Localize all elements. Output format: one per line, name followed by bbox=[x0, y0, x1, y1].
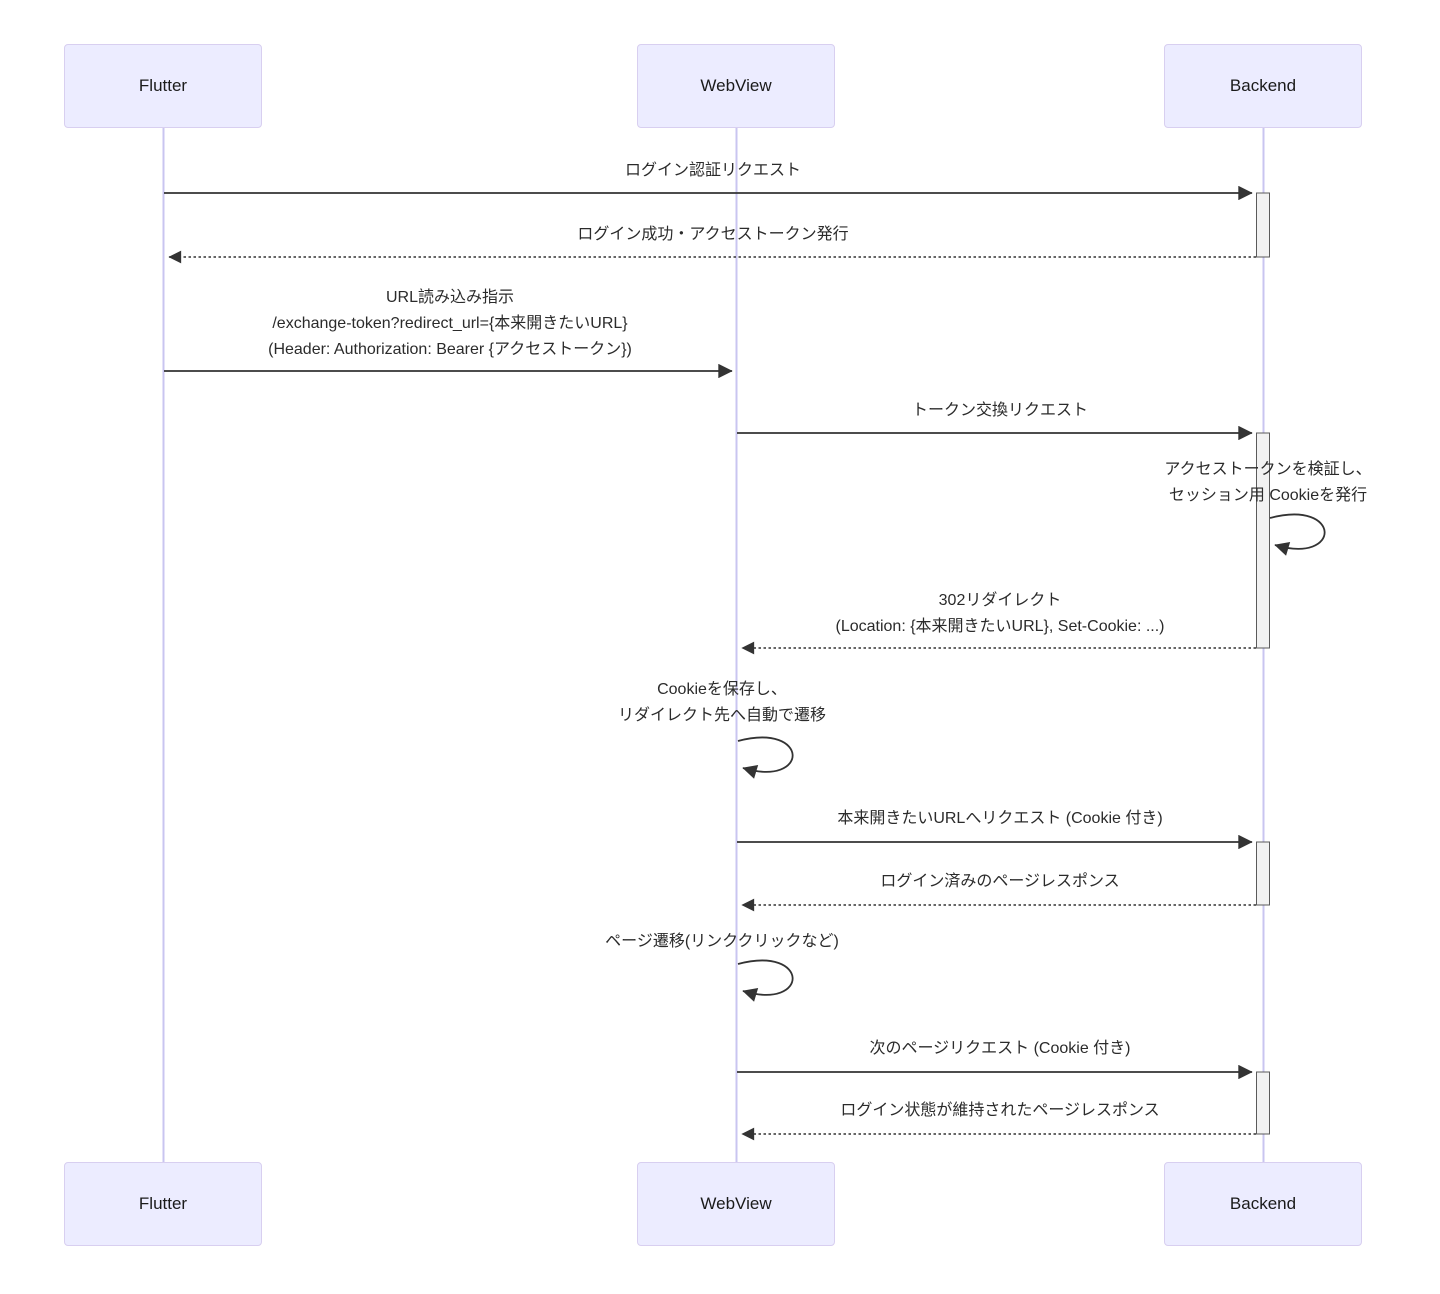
message-line: (Header: Authorization: Bearer {アクセストークン… bbox=[268, 341, 632, 358]
message-label-page-response: ログイン済みのページレスポンス bbox=[880, 873, 1120, 890]
message-label-login-success: ログイン成功・アクセストークン発行 bbox=[577, 226, 849, 243]
message-label-open-url-request: 本来開きたいURLへリクエスト (Cookie 付き) bbox=[837, 810, 1163, 827]
message-line: アクセストークンを検証し、 bbox=[1164, 461, 1372, 478]
activation-bar bbox=[1256, 1071, 1270, 1135]
self-loop-webview-navigate bbox=[737, 959, 794, 1002]
self-loop-backend-verify bbox=[1269, 513, 1326, 556]
message-label-login-request: ログイン認証リクエスト bbox=[624, 162, 802, 179]
activation-bar bbox=[1256, 841, 1270, 906]
message-line: リダイレクト先へ自動で遷移 bbox=[617, 707, 827, 724]
message-label-backend-verify: アクセストークンを検証し、 セッション用 Cookieを発行 bbox=[1164, 457, 1371, 509]
message-label-save-cookie: Cookieを保存し、 リダイレクト先へ自動で遷移 bbox=[618, 677, 826, 729]
participant-top-webview: WebView bbox=[637, 44, 835, 128]
participant-bottom-flutter: Flutter bbox=[64, 1162, 262, 1246]
message-label-page-navigate: ページ遷移(リンククリックなど) bbox=[605, 933, 839, 950]
activation-bar bbox=[1256, 192, 1270, 258]
message-label-load-url: URL読み込み指示 /exchange-token?redirect_url={… bbox=[268, 285, 632, 363]
message-label-token-exchange: トークン交換リクエスト bbox=[911, 402, 1089, 419]
message-line: Cookieを保存し、 bbox=[657, 681, 787, 698]
message-line: (Location: {本来開きたいURL}, Set-Cookie: ...) bbox=[835, 618, 1165, 635]
participant-bottom-backend: Backend bbox=[1164, 1162, 1362, 1246]
activation-bar bbox=[1256, 432, 1270, 649]
message-line: セッション用 Cookieを発行 bbox=[1168, 487, 1368, 504]
message-line: URL読み込み指示 bbox=[385, 289, 514, 306]
message-line: /exchange-token?redirect_url={本来開きたいURL} bbox=[272, 315, 628, 332]
message-label-next-page-response: ログイン状態が維持されたページレスポンス bbox=[840, 1102, 1160, 1119]
participant-top-flutter: Flutter bbox=[64, 44, 262, 128]
participant-bottom-webview: WebView bbox=[637, 1162, 835, 1246]
self-loop-webview-redirect bbox=[737, 736, 794, 779]
message-label-302-redirect: 302リダイレクト (Location: {本来開きたいURL}, Set-Co… bbox=[835, 588, 1164, 640]
participant-top-backend: Backend bbox=[1164, 44, 1362, 128]
message-label-next-page-request: 次のページリクエスト (Cookie 付き) bbox=[869, 1040, 1131, 1057]
message-line: 302リダイレクト bbox=[938, 592, 1062, 609]
